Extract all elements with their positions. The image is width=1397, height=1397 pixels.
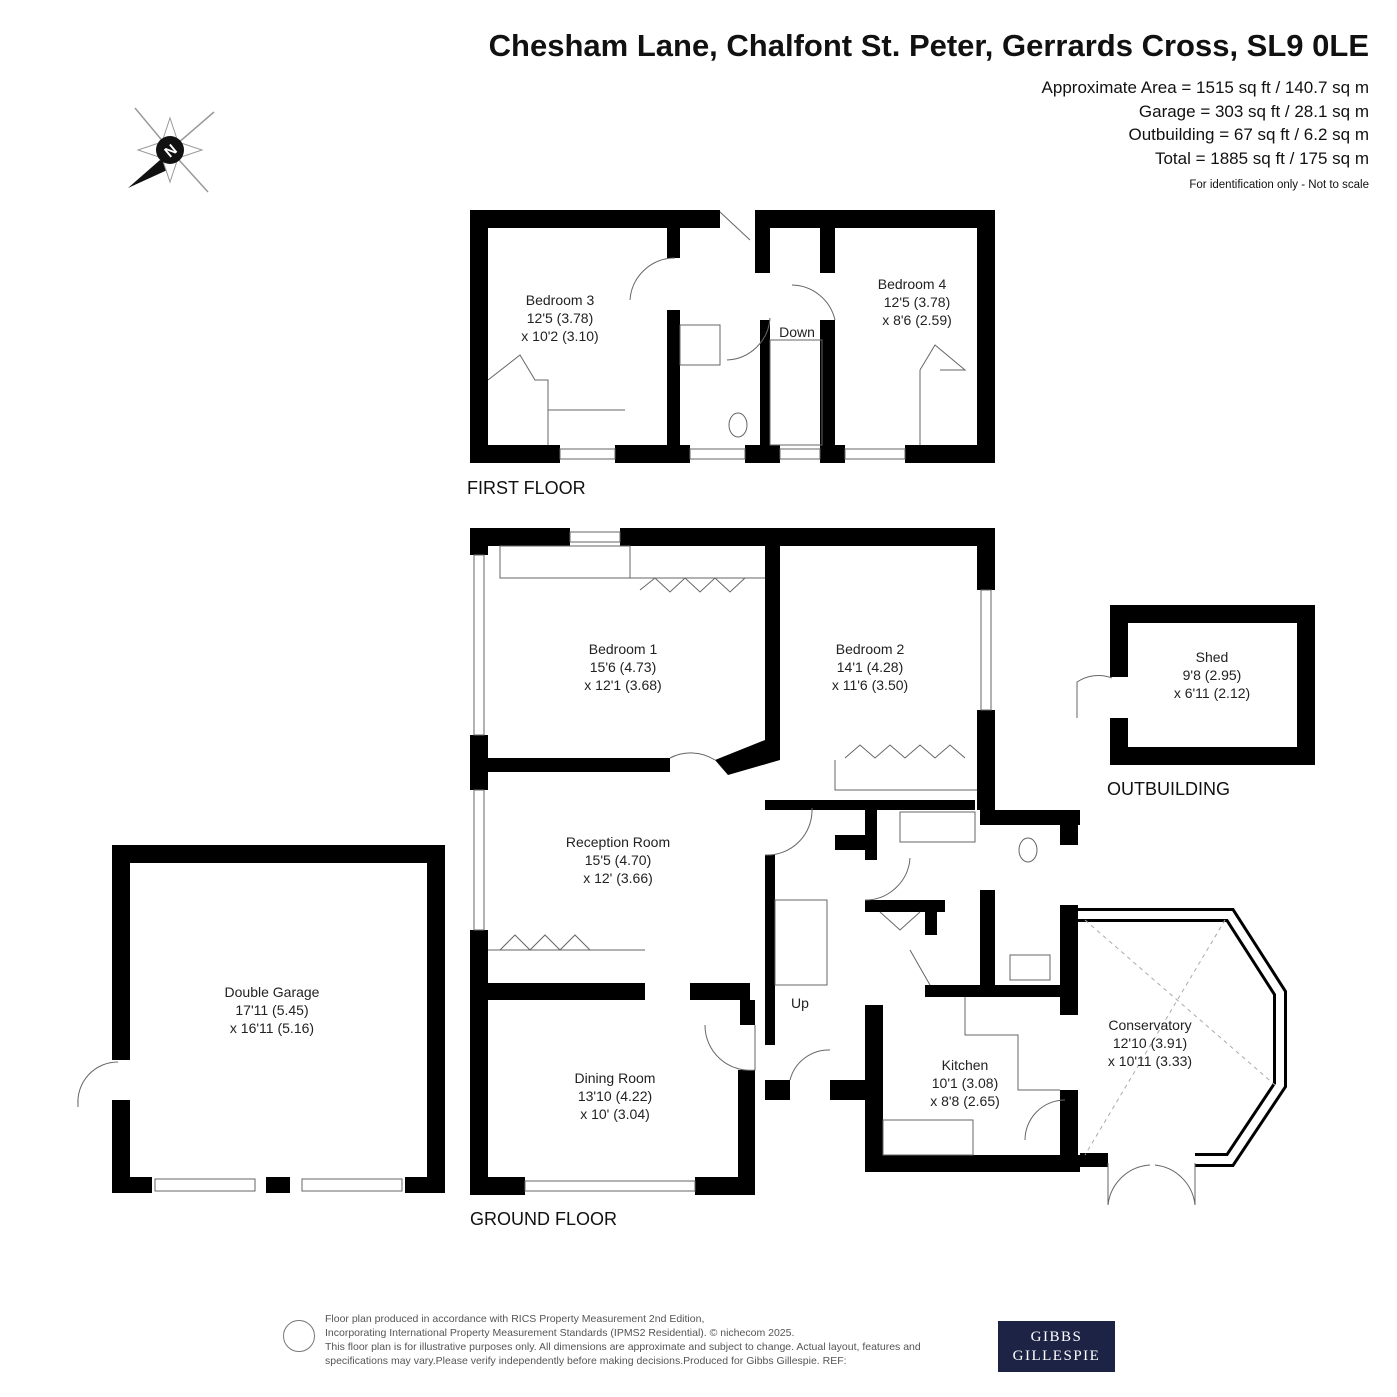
area-approximate: Approximate Area = 1515 sq ft / 140.7 sq…: [1041, 78, 1369, 97]
svg-text:x 16'11 (5.16): x 16'11 (5.16): [230, 1020, 314, 1036]
area-outbuilding: Outbuilding = 67 sq ft / 6.2 sq m: [1128, 125, 1370, 144]
svg-text:Dining Room: Dining Room: [575, 1070, 656, 1086]
stairs-up-label: Up: [791, 995, 809, 1011]
footer-line: specifications may vary.Please verify in…: [325, 1355, 847, 1367]
svg-text:Shed: Shed: [1196, 649, 1229, 665]
ground-floor-label: GROUND FLOOR: [470, 1209, 617, 1229]
svg-text:Conservatory: Conservatory: [1108, 1017, 1191, 1033]
svg-text:x 12'1 (3.68): x 12'1 (3.68): [584, 677, 661, 693]
brand-logo: GIBBS GILLESPIE: [998, 1321, 1115, 1372]
svg-text:x 10'2 (3.10): x 10'2 (3.10): [521, 328, 598, 344]
stairs-down-label: Down: [779, 324, 815, 340]
room-double-garage: Double Garage 17'11 (5.45) x 16'11 (5.16): [225, 984, 320, 1036]
area-summary: Approximate Area = 1515 sq ft / 140.7 sq…: [1042, 76, 1369, 198]
svg-text:Kitchen: Kitchen: [942, 1057, 989, 1073]
room-bedroom-4: Bedroom 4 12'5 (3.78) x 8'6 (2.59): [878, 276, 952, 328]
svg-text:Bedroom 1: Bedroom 1: [589, 641, 658, 657]
room-kitchen: Kitchen 10'1 (3.08) x 8'8 (2.65): [930, 1057, 1000, 1109]
garage-doors: [77, 1061, 403, 1192]
svg-text:x 10' (3.04): x 10' (3.04): [580, 1106, 650, 1122]
room-conservatory: Conservatory 12'10 (3.91) x 10'11 (3.33): [1108, 1017, 1192, 1069]
svg-text:Bedroom 4: Bedroom 4: [878, 276, 947, 292]
compass-icon: N: [128, 107, 215, 193]
area-garage: Garage = 303 sq ft / 28.1 sq m: [1138, 101, 1369, 121]
svg-text:17'11 (5.45): 17'11 (5.45): [235, 1002, 308, 1018]
room-dining: Dining Room 13'10 (4.22) x 10' (3.04): [575, 1070, 656, 1122]
svg-text:15'6 (4.73): 15'6 (4.73): [590, 659, 657, 675]
svg-text:x 11'6 (3.50): x 11'6 (3.50): [832, 677, 908, 693]
svg-text:Bedroom 3: Bedroom 3: [526, 292, 595, 308]
svg-text:Double Garage: Double Garage: [225, 984, 320, 1000]
room-reception: Reception Room 15'5 (4.70) x 12' (3.66): [566, 834, 670, 886]
svg-text:13'10 (4.22): 13'10 (4.22): [578, 1088, 652, 1104]
garage-walls: [112, 845, 445, 1193]
brand-line: GIBBS: [1030, 1329, 1083, 1345]
footer-line: This floor plan is for illustrative purp…: [325, 1341, 921, 1353]
svg-text:14'1 (4.28): 14'1 (4.28): [837, 659, 904, 675]
svg-text:x 6'11 (2.12): x 6'11 (2.12): [1174, 685, 1250, 701]
ground-floor-fixtures: [473, 531, 1066, 1192]
room-shed: Shed 9'8 (2.95) x 6'11 (2.12): [1174, 649, 1250, 701]
svg-text:10'1 (3.08): 10'1 (3.08): [932, 1075, 999, 1091]
room-bedroom-2: Bedroom 2 14'1 (4.28) x 11'6 (3.50): [832, 641, 908, 693]
svg-text:x 10'11 (3.33): x 10'11 (3.33): [1108, 1053, 1192, 1069]
first-floor-fixtures: [487, 211, 967, 460]
scale-note: For identification only - Not to scale: [1189, 179, 1369, 191]
svg-text:12'5 (3.78): 12'5 (3.78): [527, 310, 594, 326]
outbuilding-label: OUTBUILDING: [1107, 779, 1230, 799]
ground-floor-walls: [470, 528, 1080, 1195]
shed-door: [1076, 674, 1113, 718]
svg-text:Bedroom 2: Bedroom 2: [836, 641, 905, 657]
first-floor-label: FIRST FLOOR: [467, 478, 586, 498]
first-floor-walls: [470, 210, 995, 463]
area-total: Total = 1885 sq ft / 175 sq m: [1154, 148, 1369, 168]
room-bedroom-1: Bedroom 1 15'6 (4.73) x 12'1 (3.68): [584, 641, 661, 693]
svg-text:Reception Room: Reception Room: [566, 834, 670, 850]
svg-text:x 8'8 (2.65): x 8'8 (2.65): [930, 1093, 1000, 1109]
svg-text:9'8 (2.95): 9'8 (2.95): [1183, 667, 1242, 683]
footer-line: Floor plan produced in accordance with R…: [325, 1313, 705, 1325]
person-icon: [283, 1320, 315, 1352]
room-bedroom-3: Bedroom 3 12'5 (3.78) x 10'2 (3.10): [521, 292, 598, 344]
svg-text:x 12' (3.66): x 12' (3.66): [583, 870, 653, 886]
svg-text:12'5 (3.78): 12'5 (3.78): [884, 294, 951, 310]
footer-disclaimer: Floor plan produced in accordance with R…: [325, 1312, 921, 1368]
footer-line: Incorporating International Property Mea…: [325, 1327, 795, 1339]
svg-text:15'5 (4.70): 15'5 (4.70): [585, 852, 652, 868]
conservatory-walls: [1078, 908, 1287, 1206]
svg-text:12'10 (3.91): 12'10 (3.91): [1113, 1035, 1187, 1051]
shed-walls: [1110, 605, 1315, 765]
brand-line: GILLESPIE: [1012, 1348, 1101, 1364]
property-address-title: Chesham Lane, Chalfont St. Peter, Gerrar…: [488, 28, 1369, 63]
svg-text:x 8'6 (2.59): x 8'6 (2.59): [882, 312, 952, 328]
